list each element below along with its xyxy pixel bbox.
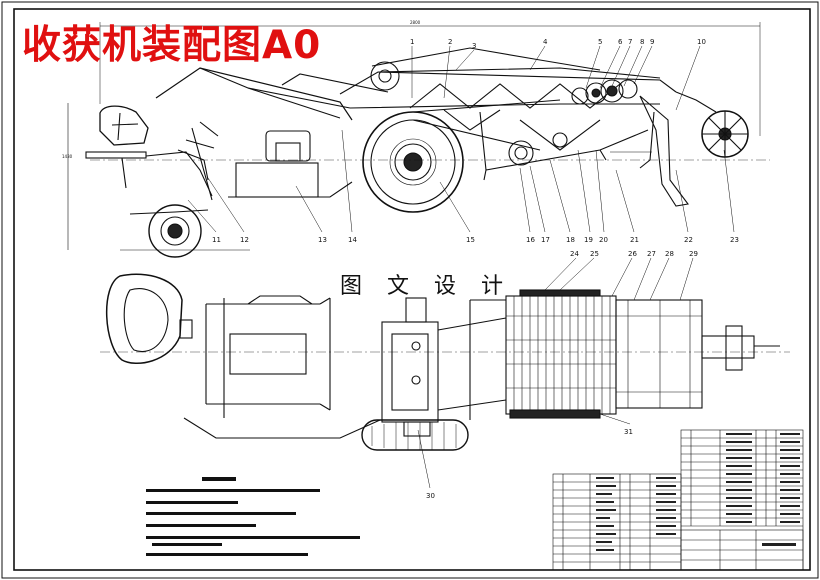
part-number-24: 24 <box>570 250 579 258</box>
parts-list-table <box>552 429 804 571</box>
part-number-labels: 1 2 3 4 5 6 7 8 9 10 11 12 13 14 15 16 1… <box>212 38 739 500</box>
watermark-subtitle: 图 文 设 计 <box>340 274 512 299</box>
svg-text:1430: 1430 <box>62 154 73 159</box>
part-number-17: 17 <box>541 236 550 244</box>
part-number-28: 28 <box>665 250 674 258</box>
drawing-title-overlay: 收获机装配图A0 <box>22 23 322 68</box>
part-number-4: 4 <box>543 38 548 46</box>
part-number-30: 30 <box>426 492 435 500</box>
part-number-2: 2 <box>448 38 452 46</box>
part-number-25: 25 <box>590 250 599 258</box>
part-number-9: 9 <box>650 38 654 46</box>
part-number-20: 20 <box>599 236 608 244</box>
part-number-18: 18 <box>566 236 575 244</box>
part-number-22: 22 <box>684 236 693 244</box>
part-number-12: 12 <box>240 236 249 244</box>
part-number-19: 19 <box>584 236 593 244</box>
svg-text:2800: 2800 <box>410 20 421 25</box>
part-number-23: 23 <box>730 236 739 244</box>
part-number-10: 10 <box>697 38 706 46</box>
part-number-11: 11 <box>212 236 221 244</box>
leader-lines <box>187 45 735 489</box>
part-number-14: 14 <box>348 236 357 244</box>
plan-view <box>100 273 790 451</box>
part-number-13: 13 <box>318 236 327 244</box>
part-number-27: 27 <box>647 250 656 258</box>
technical-notes-block <box>146 477 360 556</box>
part-number-8: 8 <box>640 38 644 46</box>
part-number-5: 5 <box>598 38 602 46</box>
part-number-6: 6 <box>618 38 623 46</box>
part-number-7: 7 <box>628 38 632 46</box>
parts-list-text-marks <box>596 433 800 551</box>
side-elevation-view: 2800 1430 <box>62 20 770 258</box>
part-number-15: 15 <box>466 236 475 244</box>
part-number-29: 29 <box>689 250 698 258</box>
part-number-31: 31 <box>624 428 633 436</box>
part-number-1: 1 <box>410 38 414 46</box>
part-number-26: 26 <box>628 250 637 258</box>
part-number-21: 21 <box>630 236 639 244</box>
part-number-3: 3 <box>472 42 476 50</box>
part-number-16: 16 <box>526 236 535 244</box>
